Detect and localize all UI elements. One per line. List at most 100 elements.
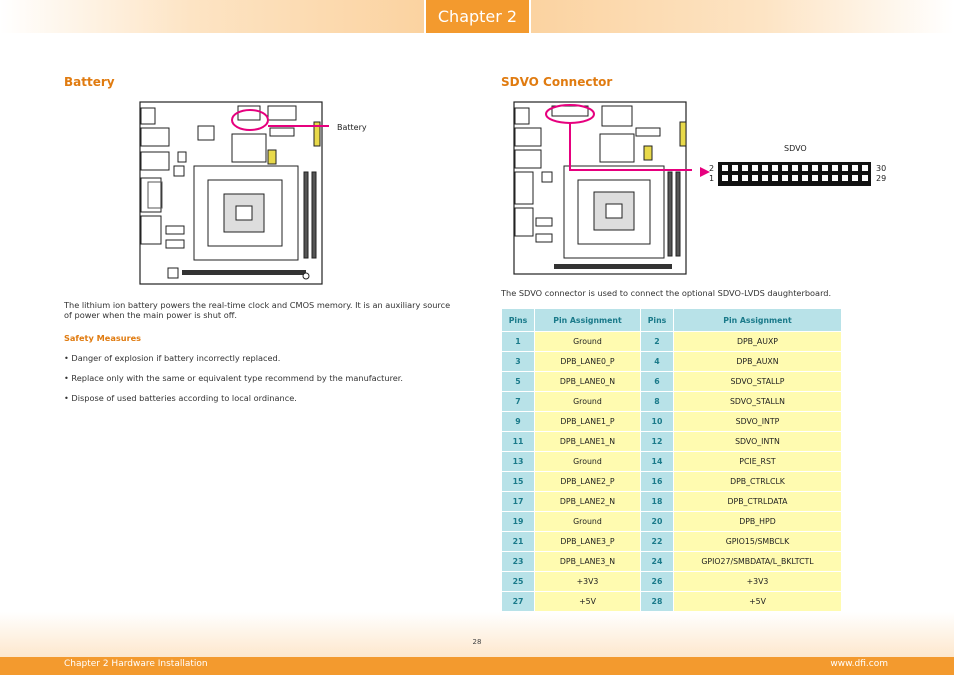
pin-number-cell: 28 (639, 591, 674, 612)
pin-number-cell: 26 (639, 571, 674, 592)
connector-pin (862, 165, 868, 171)
connector-pin (832, 175, 838, 181)
connector-pin (842, 175, 848, 181)
pin-assignment-cell: DPB_LANE3_N (534, 551, 641, 572)
connector-pin (742, 165, 748, 171)
connector-pin (852, 175, 858, 181)
pin-number-cell: 5 (501, 371, 535, 392)
pin-assignment-cell: SDVO_STALLP (672, 371, 843, 392)
pin-number-cell: 15 (501, 471, 535, 492)
pin-number-cell: 1 (501, 331, 535, 352)
header-pins: Pins (501, 308, 535, 332)
pin-number-cell: 14 (639, 451, 674, 472)
pin-assignment-cell: DPB_LANE3_P (534, 531, 641, 552)
pin-number-cell: 27 (501, 591, 535, 612)
connector-pin (762, 165, 768, 171)
pin-assignment-cell: GPIO15/SMBCLK (672, 531, 843, 552)
connector-pin (842, 165, 848, 171)
safety-measures-title: Safety Measures (64, 333, 142, 343)
sdvo-board-diagram (513, 101, 692, 275)
connector-pin (862, 175, 868, 181)
connector-pin (732, 165, 738, 171)
pin-assignment-cell: SDVO_STALLN (672, 391, 843, 412)
pin-label-top-left: 2 (709, 164, 715, 173)
pin-assignment-cell: +5V (672, 591, 843, 612)
pin-label-top-right: 30 (876, 164, 887, 173)
connector-pin (822, 165, 828, 171)
pin-assignment-cell: +5V (534, 591, 641, 612)
footer-bar: Chapter 2 Hardware Installation www.dfi.… (0, 657, 954, 675)
safety-item: • Dispose of used batteries according to… (64, 393, 297, 403)
sdvo-description: The SDVO connector is used to connect th… (501, 288, 832, 298)
connector-pin (792, 165, 798, 171)
safety-item: • Danger of explosion if battery incorre… (64, 353, 281, 363)
connector-pin (762, 175, 768, 181)
pin-assignment-cell: DPB_LANE1_N (534, 431, 641, 452)
connector-pin (812, 175, 818, 181)
pin-assignment-cell: Ground (534, 391, 641, 412)
connector-pin (852, 165, 858, 171)
pin-assignment-cell: DPB_LANE1_P (534, 411, 641, 432)
connector-pin (832, 165, 838, 171)
pin-number-cell: 19 (501, 511, 535, 532)
pin-assignment-cell: DPB_LANE2_P (534, 471, 641, 492)
pin-assignment-cell: Ground (534, 451, 641, 472)
pin-number-cell: 21 (501, 531, 535, 552)
connector-pin (722, 165, 728, 171)
pin-assignment-cell: +3V3 (534, 571, 641, 592)
footer-chapter-link[interactable]: Chapter 2 Hardware Installation (64, 659, 208, 669)
pin-number-cell: 24 (639, 551, 674, 572)
footer-band (0, 612, 954, 658)
pin-number-cell: 7 (501, 391, 535, 412)
pin-assignment-cell: +3V3 (672, 571, 843, 592)
header-pin-assignment: Pin Assignment (672, 308, 843, 332)
sdvo-connector-diagram (700, 162, 871, 186)
battery-description: The lithium ion battery powers the real-… (64, 300, 451, 320)
pin-assignment-cell: GPIO27/SMBDATA/L_BKLTCTL (672, 551, 843, 572)
pin-assignment-cell: DPB_LANE0_P (534, 351, 641, 372)
connector-pin (742, 175, 748, 181)
pin-number-cell: 16 (639, 471, 674, 492)
battery-title: Battery (64, 75, 115, 89)
table-header-row: Pins Pin Assignment Pins Pin Assignment (501, 308, 843, 332)
connector-pin (782, 175, 788, 181)
pin-assignment-cell: SDVO_INTP (672, 411, 843, 432)
pin-assignment-cell: DPB_LANE0_N (534, 371, 641, 392)
pin-number-cell: 4 (639, 351, 674, 372)
pin-number-cell: 9 (501, 411, 535, 432)
pin-number-cell: 25 (501, 571, 535, 592)
pin-number-cell: 18 (639, 491, 674, 512)
header-pin-assignment: Pin Assignment (534, 308, 641, 332)
pin-assignment-cell: DPB_LANE2_N (534, 491, 641, 512)
connector-pin (802, 175, 808, 181)
connector-pin (722, 175, 728, 181)
safety-item: • Replace only with the same or equivale… (64, 373, 404, 383)
pin-assignment-cell: SDVO_INTN (672, 431, 843, 452)
pin-number-cell: 3 (501, 351, 535, 372)
pin-number-cell: 20 (639, 511, 674, 532)
footer-website-link[interactable]: www.dfi.com (830, 659, 888, 669)
pin-assignment-cell: DPB_HPD (672, 511, 843, 532)
header-pins: Pins (639, 308, 674, 332)
pin-number-cell: 10 (639, 411, 674, 432)
chapter-tab[interactable]: Chapter 2 (424, 0, 531, 33)
connector-pin (792, 175, 798, 181)
sdvo-title: SDVO Connector (501, 75, 613, 89)
pin-assignment-cell: PCIE_RST (672, 451, 843, 472)
connector-pin (772, 165, 778, 171)
pin-assignment-cell: DPB_CTRLDATA (672, 491, 843, 512)
connector-pin (732, 175, 738, 181)
